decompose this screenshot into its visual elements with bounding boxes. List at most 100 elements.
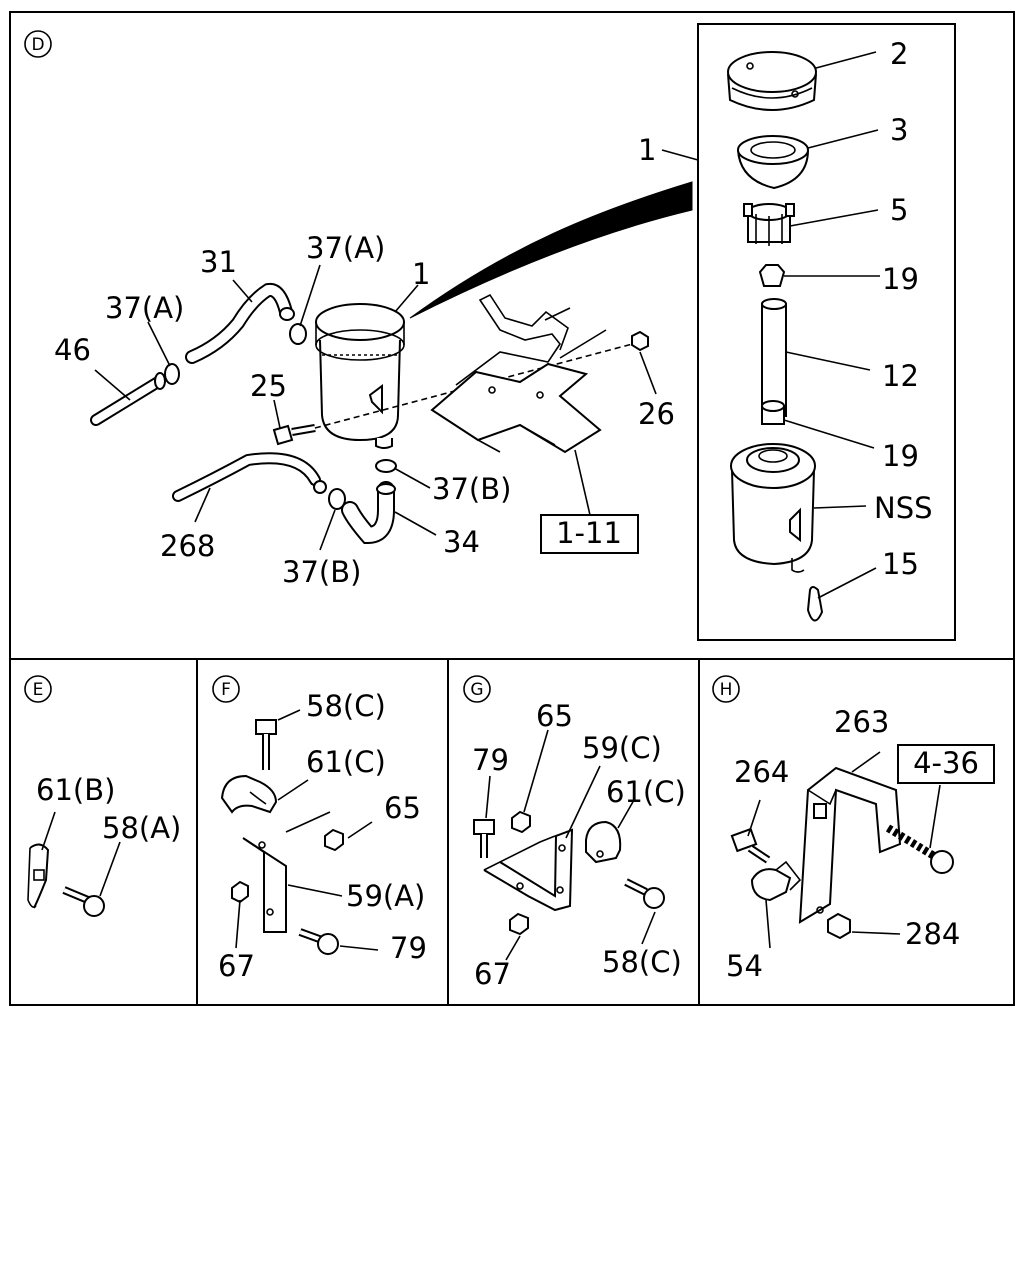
callout-h-264: 264 — [734, 755, 789, 789]
nut-65-f — [324, 828, 344, 852]
callout-26: 26 — [638, 397, 675, 431]
callout-37b-bottom: 37(B) — [282, 555, 361, 589]
clamp-37a-left — [164, 363, 180, 385]
bolt-79-g — [473, 819, 495, 858]
callout-37a-top: 37(A) — [306, 231, 385, 265]
bracket-59c — [483, 828, 574, 912]
callout-1-tank: 1 — [412, 257, 430, 291]
callout-g-67: 67 — [474, 957, 511, 991]
exploded-view-wedge — [409, 181, 693, 319]
leader-lines-d — [94, 264, 657, 551]
nut-284 — [827, 912, 851, 940]
callout-f-79: 79 — [390, 931, 427, 965]
reservoir-tank — [315, 303, 405, 449]
reservoir-body-nss — [730, 443, 816, 573]
tube-12 — [761, 298, 787, 417]
callout-g-59c: 59(C) — [582, 731, 662, 765]
section-f-drawing — [220, 709, 379, 955]
section-marker-g: G — [463, 675, 491, 703]
bracket-59a — [242, 837, 287, 933]
bolt-25 — [272, 341, 641, 446]
bolt-264 — [730, 827, 771, 864]
section-marker-e: E — [24, 675, 52, 703]
callout-268: 268 — [160, 529, 215, 563]
section-marker-h: H — [712, 675, 740, 703]
clamp-37a-top — [289, 323, 307, 345]
callout-e-58a: 58(A) — [102, 811, 181, 845]
svg-text:G: G — [470, 680, 483, 700]
callout-31: 31 — [200, 245, 237, 279]
bracket-263 — [798, 766, 902, 924]
callout-f-61c: 61(C) — [306, 745, 386, 779]
page-ref-1-11[interactable]: 1-11 — [540, 514, 639, 554]
section-h-drawing — [730, 751, 954, 949]
callout-25: 25 — [250, 369, 287, 403]
filter-cage-5 — [743, 203, 795, 246]
bolt-58c — [255, 719, 277, 770]
callout-labels: 31 37(A) 1 37(A) 46 25 26 37(B) 34 268 3… — [36, 37, 960, 991]
callout-h-54: 54 — [726, 949, 763, 983]
callout-1-inset: 1 — [638, 133, 656, 167]
callout-37b-right: 37(B) — [432, 472, 511, 506]
clamp-37b-right — [375, 459, 397, 473]
section-g-drawing — [473, 729, 665, 961]
nut-65-g — [511, 810, 531, 834]
svg-text:1-11: 1-11 — [556, 516, 622, 550]
callout-h-284: 284 — [905, 917, 960, 951]
bolt-4-36 — [885, 824, 954, 874]
callout-15: 15 — [882, 547, 919, 581]
section-marker-d: D — [24, 30, 52, 58]
svg-text:H: H — [720, 680, 733, 700]
callout-e-61b: 61(B) — [36, 773, 115, 807]
callout-37a-left: 37(A) — [105, 291, 184, 325]
section-e-drawing — [27, 811, 121, 917]
svg-text:E: E — [33, 680, 44, 700]
nut-26 — [631, 330, 649, 352]
callout-19-top: 19 — [882, 262, 919, 296]
callout-g-58c: 58(C) — [602, 945, 682, 979]
section-marker-f: F — [212, 675, 240, 703]
callout-46: 46 — [54, 333, 91, 367]
callout-f-59a: 59(A) — [346, 879, 425, 913]
callout-19-bottom: 19 — [882, 439, 919, 473]
clamp-37b-bottom — [328, 488, 346, 510]
callout-f-67: 67 — [218, 949, 255, 983]
nut-67-f — [231, 880, 249, 904]
callout-12: 12 — [882, 359, 919, 393]
callout-34: 34 — [443, 525, 480, 559]
pipe-46 — [90, 372, 166, 426]
bolt-58a — [62, 886, 105, 917]
leader-lines-inset — [661, 51, 880, 599]
nut-67-g — [509, 912, 529, 936]
callout-g-61c: 61(C) — [606, 775, 686, 809]
bolt-58c-g — [624, 878, 665, 909]
page-ref-4-36[interactable]: 4-36 — [897, 744, 995, 784]
cap-15 — [806, 586, 824, 622]
svg-text:F: F — [221, 680, 231, 700]
callout-2: 2 — [890, 37, 908, 71]
cap-2 — [727, 51, 817, 111]
callout-nss: NSS — [874, 491, 933, 525]
bolt-79-f — [298, 928, 339, 955]
seal-3 — [737, 135, 809, 190]
grommet-19-bottom — [761, 400, 785, 425]
callout-g-79: 79 — [472, 743, 509, 777]
svg-text:4-36: 4-36 — [913, 746, 979, 780]
callout-f-65: 65 — [384, 791, 421, 825]
clamp-61c — [220, 774, 278, 814]
mounting-bracket — [430, 293, 607, 454]
callout-3: 3 — [890, 113, 908, 147]
clip-61b — [29, 843, 50, 909]
clamp-61c-g — [585, 820, 622, 864]
callout-5: 5 — [890, 193, 908, 227]
callout-g-65: 65 — [536, 699, 573, 733]
section-d-drawing — [90, 181, 693, 551]
clamp-54 — [750, 868, 792, 902]
section-d-inset — [661, 23, 956, 641]
callout-f-58c: 58(C) — [306, 689, 386, 723]
grommet-19-top — [758, 264, 786, 287]
frame — [9, 11, 1015, 1006]
callout-h-263: 263 — [834, 705, 889, 739]
svg-text:D: D — [31, 35, 44, 55]
